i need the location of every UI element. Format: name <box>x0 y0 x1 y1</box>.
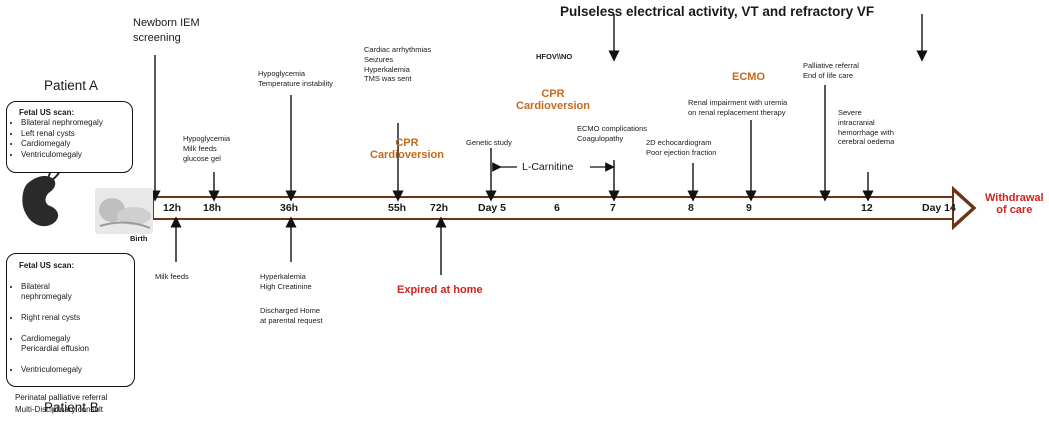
event-ecmo: ECMO <box>732 71 765 83</box>
event-hyperkalemia: Hyperkalemia High Creatinine <box>260 272 312 291</box>
event-expired: Expired at home <box>397 284 483 296</box>
timeline-bar <box>152 196 954 220</box>
event-milk-feeds: Milk feeds <box>155 272 189 281</box>
newborn-image <box>95 188 153 234</box>
tick-label: 6 <box>554 202 560 214</box>
list-item: Cardiomegaly <box>21 139 132 149</box>
patient-b-label: Patient B <box>44 400 99 415</box>
event-genetic: Genetic study <box>466 138 512 147</box>
tick-label: 18h <box>203 202 222 214</box>
withdrawal-of-care: Withdrawal of care <box>985 192 1044 216</box>
tick-label: 12h <box>163 202 182 214</box>
tick-label: 72h <box>430 202 449 214</box>
event-cpr-2: CPR Cardioversion <box>516 88 590 112</box>
patient-a-label: Patient A <box>44 78 99 93</box>
event-ich: Severe intracranial hemorrhage with cere… <box>838 108 895 147</box>
list-item: Cardiomegaly Pericardial effusion <box>21 334 134 355</box>
event-hfov: HFOV\\NO <box>536 52 573 61</box>
event-cardiac: Cardiac arrhythmias Seizures Hyperkalemi… <box>364 45 432 84</box>
newborn-screening-label: Newborn IEM screening <box>133 17 200 44</box>
birth-label: Birth <box>130 234 148 243</box>
tick-label: Day 14 <box>922 202 956 214</box>
tick-label: 55h <box>388 202 407 214</box>
event-palliative: Palliative referral End of life care <box>803 61 859 80</box>
tick-label: 36h <box>280 202 299 214</box>
event-ecmo-complications: ECMO complications Coagulopathy <box>577 124 648 143</box>
patient-b-box-title: Fetal US scan: <box>19 261 75 270</box>
list-item: Ventriculomegaly <box>21 365 134 375</box>
event-cpr-1: CPR Cardioversion <box>370 137 444 161</box>
list-item: Bilateral nephromegaly <box>21 282 134 303</box>
top-banner: Pulseless electrical activity, VT and re… <box>560 4 875 19</box>
list-item: Left renal cysts <box>21 129 132 139</box>
patient-a-list: Bilateral nephromegaly Left renal cysts … <box>7 118 132 160</box>
patient-b-box: Fetal US scan: Bilateral nephromegaly Ri… <box>6 253 135 414</box>
tick-label: 8 <box>688 202 694 214</box>
tick-label: 7 <box>610 202 616 214</box>
patient-b-list: Bilateral nephromegaly Right renal cysts… <box>7 271 134 385</box>
patient-b-extra: Perinatal palliative referral Multi-Disc… <box>15 392 108 415</box>
list-item: Ventriculomegaly <box>21 150 132 160</box>
l-carnitine-label: L-Carnitine <box>522 161 574 173</box>
event-discharged: Discharged Home at parental request <box>260 306 323 325</box>
event-echo: 2D echocardiogram Poor ejection fraction <box>646 138 717 157</box>
event-hypoglycemia-temp: Hypoglycemia Temperature instability <box>258 69 334 88</box>
event-hypoglycemia-milk: Hypoglycemia Milk feeds glucose gel <box>183 134 231 163</box>
patient-a-box: Fetal US scan: Bilateral nephromegaly Le… <box>6 101 133 173</box>
list-item: Bilateral nephromegaly <box>21 118 132 128</box>
tick-label: 12 <box>861 202 873 214</box>
tick-label: Day 5 <box>478 202 507 214</box>
tick-label: 9 <box>746 202 752 214</box>
patient-a-box-title: Fetal US scan: <box>19 108 75 117</box>
list-item: Right renal cysts <box>21 313 134 323</box>
event-renal: Renal impairment with uremia on renal re… <box>688 98 788 117</box>
